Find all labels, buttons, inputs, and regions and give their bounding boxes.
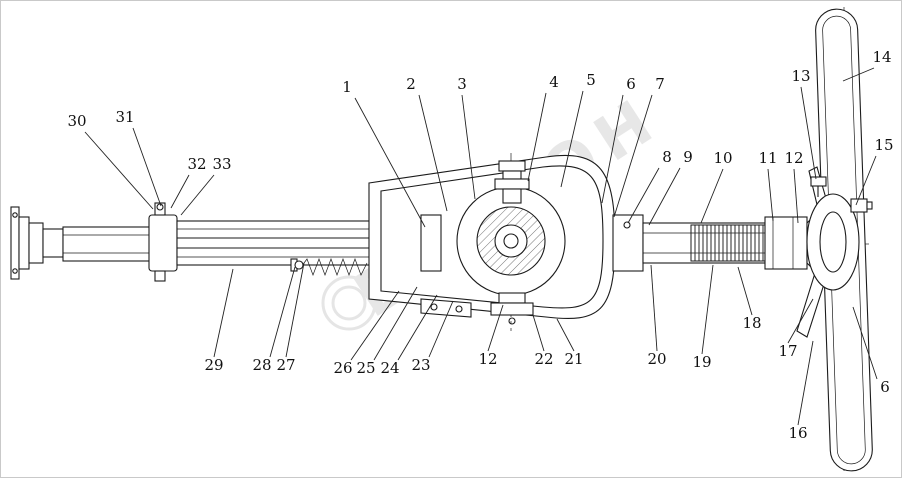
callout-leader-10 — [700, 168, 724, 224]
callout-leader-12 — [487, 304, 504, 352]
callout-label-8: 8 — [662, 148, 672, 166]
steering-shaft-splined — [612, 199, 830, 287]
callout-leader-8 — [627, 167, 660, 224]
callout-label-33: 33 — [212, 155, 231, 173]
callout-leader-28 — [269, 266, 296, 358]
callout-label-18: 18 — [742, 314, 761, 332]
callout-leader-32 — [170, 174, 190, 209]
callout-leader-22 — [532, 314, 545, 352]
callout-label-17: 17 — [778, 342, 797, 360]
callout-label-21: 21 — [564, 350, 583, 368]
wheel-hub — [806, 193, 860, 291]
callout-label-15: 15 — [874, 136, 893, 154]
input-flange-joint — [10, 202, 178, 282]
callout-label-22: 22 — [534, 350, 553, 368]
callout-label-26: 26 — [333, 359, 352, 377]
callout-label-4: 4 — [549, 73, 559, 91]
callout-leader-31 — [132, 127, 162, 207]
callout-leader-5 — [560, 90, 584, 188]
callout-label-1: 1 — [342, 78, 352, 96]
callout-leader-6 — [601, 94, 624, 204]
callout-label-12: 12 — [478, 350, 497, 368]
callout-label-23: 23 — [411, 356, 430, 374]
callout-leader-11 — [767, 168, 774, 222]
callout-label-32: 32 — [187, 155, 206, 173]
callout-label-6: 6 — [880, 378, 890, 396]
hub-bolt-top — [810, 176, 827, 187]
callout-leader-23 — [428, 300, 454, 358]
callout-leader-1 — [354, 97, 426, 228]
gear-housing — [368, 154, 616, 325]
callout-label-12: 12 — [784, 149, 803, 167]
callout-leader-21 — [556, 318, 575, 352]
spring — [300, 258, 368, 276]
callout-label-7: 7 — [655, 75, 665, 93]
callout-leader-24 — [397, 294, 438, 361]
callout-label-24: 24 — [380, 359, 399, 377]
callout-label-30: 30 — [67, 112, 86, 130]
callout-leader-25 — [373, 286, 418, 361]
callout-leader-16 — [797, 340, 814, 426]
callout-label-14: 14 — [872, 48, 891, 66]
callout-label-29: 29 — [204, 356, 223, 374]
callout-leader-7 — [613, 94, 653, 218]
callout-leader-17 — [787, 298, 814, 344]
callout-label-5: 5 — [586, 71, 596, 89]
callout-label-2: 2 — [406, 75, 416, 93]
callout-leader-9 — [648, 167, 681, 226]
callout-leader-26 — [350, 290, 400, 361]
callout-label-27: 27 — [276, 356, 295, 374]
callout-label-11: 11 — [758, 149, 777, 167]
callout-label-28: 28 — [252, 356, 271, 374]
callout-leader-18 — [737, 266, 753, 316]
callout-label-13: 13 — [791, 67, 810, 85]
callout-label-10: 10 — [713, 149, 732, 167]
callout-leader-30 — [84, 131, 154, 210]
callout-label-6: 6 — [626, 75, 636, 93]
callout-label-16: 16 — [788, 424, 807, 442]
callout-leader-6 — [852, 306, 878, 380]
callout-leader-20 — [650, 264, 658, 352]
callout-leader-2 — [418, 94, 448, 212]
hub-nut — [850, 198, 868, 213]
callout-leader-12 — [793, 168, 799, 224]
callout-leader-33 — [180, 174, 215, 216]
callout-leader-13 — [800, 86, 817, 180]
steering-wheel — [796, 8, 873, 472]
callout-label-31: 31 — [115, 108, 134, 126]
callout-label-19: 19 — [692, 353, 711, 371]
callout-label-20: 20 — [647, 350, 666, 368]
callout-label-25: 25 — [356, 359, 375, 377]
callout-leader-3 — [461, 94, 476, 200]
callout-leader-4 — [527, 92, 547, 182]
callout-leader-14 — [842, 67, 875, 82]
callout-leader-15 — [855, 155, 877, 206]
callout-label-3: 3 — [457, 75, 467, 93]
callout-leader-29 — [213, 268, 234, 358]
callout-label-9: 9 — [683, 148, 693, 166]
callout-leader-27 — [285, 262, 305, 358]
callout-leader-19 — [701, 264, 714, 355]
